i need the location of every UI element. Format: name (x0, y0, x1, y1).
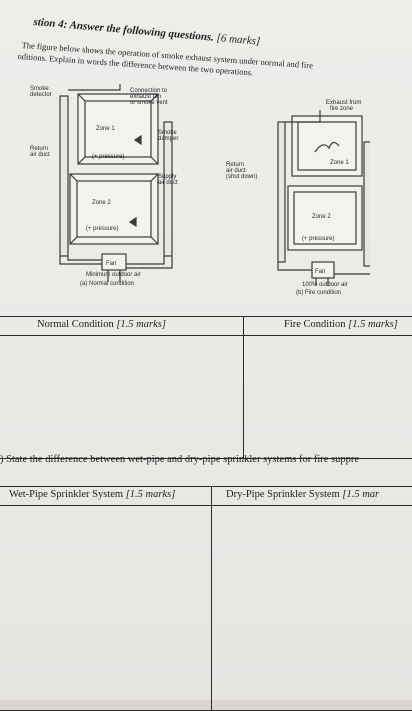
dry-pipe-answer-cell[interactable] (212, 506, 412, 711)
question-title: stion 4: Answer the following questions. (33, 16, 214, 44)
normal-condition-title: Normal Condition (37, 319, 114, 330)
pressure2-label: (+ pressure) (86, 226, 119, 232)
normal-condition-header: Normal Condition [1.5 marks] (0, 317, 244, 336)
supply-duct-label-2: air duct (158, 180, 178, 186)
fire-condition-header: Fire Condition [1.5 marks] (244, 317, 412, 336)
zone2-label: Zone 2 (92, 200, 111, 206)
fire-condition-title: Fire Condition (284, 319, 346, 330)
fan-label: Fan (106, 261, 116, 267)
fire-zone2-label: Zone 2 (312, 214, 331, 220)
fire-condition-marks: [1.5 marks] (348, 319, 398, 330)
fire-condition-answer-cell[interactable] (244, 336, 412, 459)
smoke-exhaust-figure: Smoke detector Connection to exhaust fan… (30, 82, 370, 297)
fire-caption: (b) Fire condition (296, 290, 341, 296)
fire-outdoor-label: 100% outdoor air (302, 282, 348, 288)
dry-pipe-marks: [1.5 mar (342, 489, 379, 500)
zone1-label: Zone 1 (96, 126, 115, 132)
fire-zone1-label: Zone 1 (330, 160, 349, 166)
smoke-detector-label-2: detector (30, 92, 52, 98)
wet-pipe-marks: [1.5 marks] (126, 489, 176, 500)
exhaust-label-2: fire zone (330, 106, 354, 112)
smoke-damper-label-2: damper (158, 136, 178, 142)
fire-condition-diagram (278, 110, 370, 286)
pressure1-label: (+ pressure) (92, 154, 125, 160)
normal-caption: (a) Normal condition (80, 281, 134, 287)
return-duct-label-2: air duct (30, 152, 50, 158)
question-2-text: ) State the difference between wet-pipe … (0, 454, 359, 465)
wet-pipe-title: Wet-Pipe Sprinkler System (9, 489, 123, 500)
normal-condition-marks: [1.5 marks] (116, 319, 166, 330)
fire-return-label-3: (shut down) (226, 174, 257, 180)
sprinkler-answer-table: Wet-Pipe Sprinkler System [1.5 marks] Dr… (0, 486, 412, 711)
dry-pipe-header: Dry-Pipe Sprinkler System [1.5 mar (212, 487, 412, 506)
fire-pressure-label: (+ pressure) (302, 236, 335, 242)
question-marks: [6 marks] (216, 32, 261, 48)
normal-condition-answer-cell[interactable] (0, 336, 244, 459)
fire-fan-label: Fan (315, 269, 325, 275)
normal-condition-diagram (60, 84, 172, 282)
min-air-label: Minimum outdoor air (86, 272, 141, 278)
condition-answer-table: Normal Condition [1.5 marks] Fire Condit… (0, 316, 412, 459)
wet-pipe-header: Wet-Pipe Sprinkler System [1.5 marks] (0, 487, 212, 506)
wet-pipe-answer-cell[interactable] (0, 506, 212, 711)
connection-label-3: or smoke vent (130, 100, 168, 106)
dry-pipe-title: Dry-Pipe Sprinkler System (226, 489, 340, 500)
